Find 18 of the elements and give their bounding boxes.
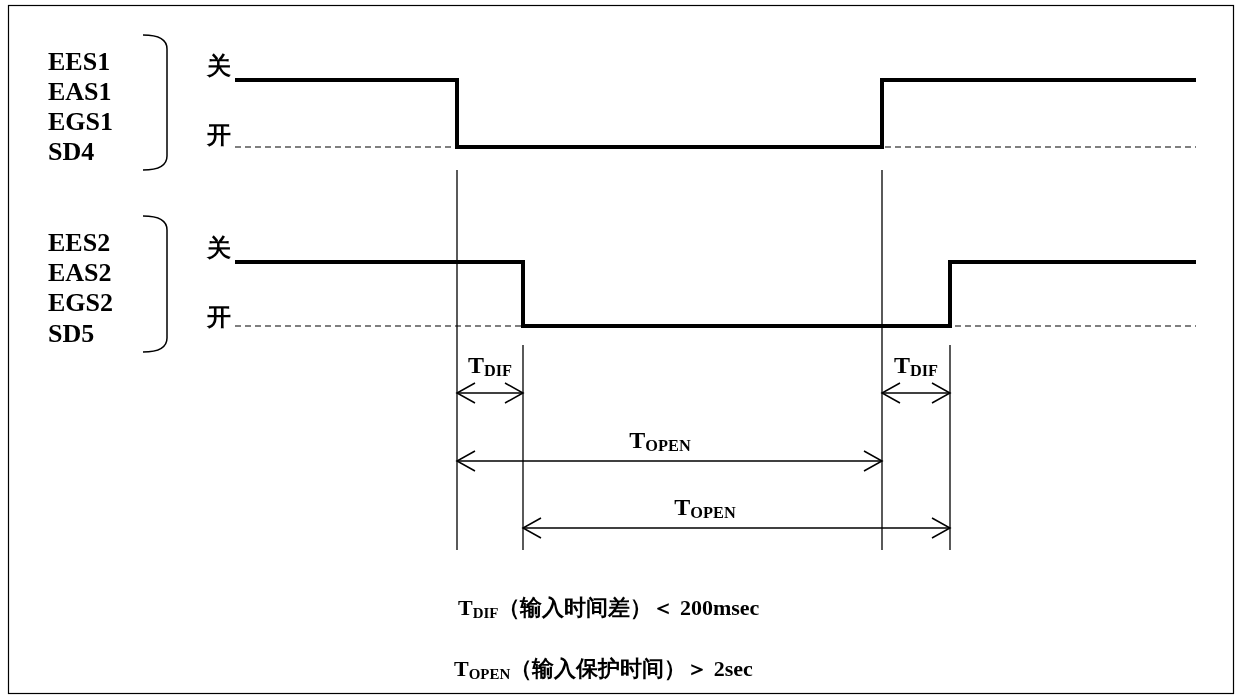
- dimension-label: T$_{OPEN}$: [674, 495, 736, 521]
- signal-label: SD4: [48, 139, 95, 165]
- signal-label: EGS1: [48, 109, 114, 135]
- note-text: T$_{OPEN}$（输入保护时间）＞ 2sec: [454, 658, 753, 682]
- state-label: 关: [207, 236, 231, 260]
- dimension-label: T$_{DIF}$: [467, 353, 513, 379]
- state-label: 开: [207, 123, 231, 147]
- signal-label: EES1: [48, 49, 111, 75]
- state-label: 关: [207, 54, 231, 78]
- signal-label: EGS2: [48, 290, 114, 316]
- note-text: T$_{DIF}$（输入时间差）＜ 200msec: [458, 597, 760, 621]
- state-label: 开: [207, 305, 231, 329]
- signal-label: EES2: [48, 230, 111, 256]
- signal-label: EAS1: [48, 79, 112, 105]
- signal-label: SD5: [48, 321, 95, 347]
- dimension-label: T$_{OPEN}$: [629, 428, 691, 454]
- signal-label: EAS2: [48, 260, 112, 286]
- dimension-label: T$_{DIF}$: [893, 353, 939, 379]
